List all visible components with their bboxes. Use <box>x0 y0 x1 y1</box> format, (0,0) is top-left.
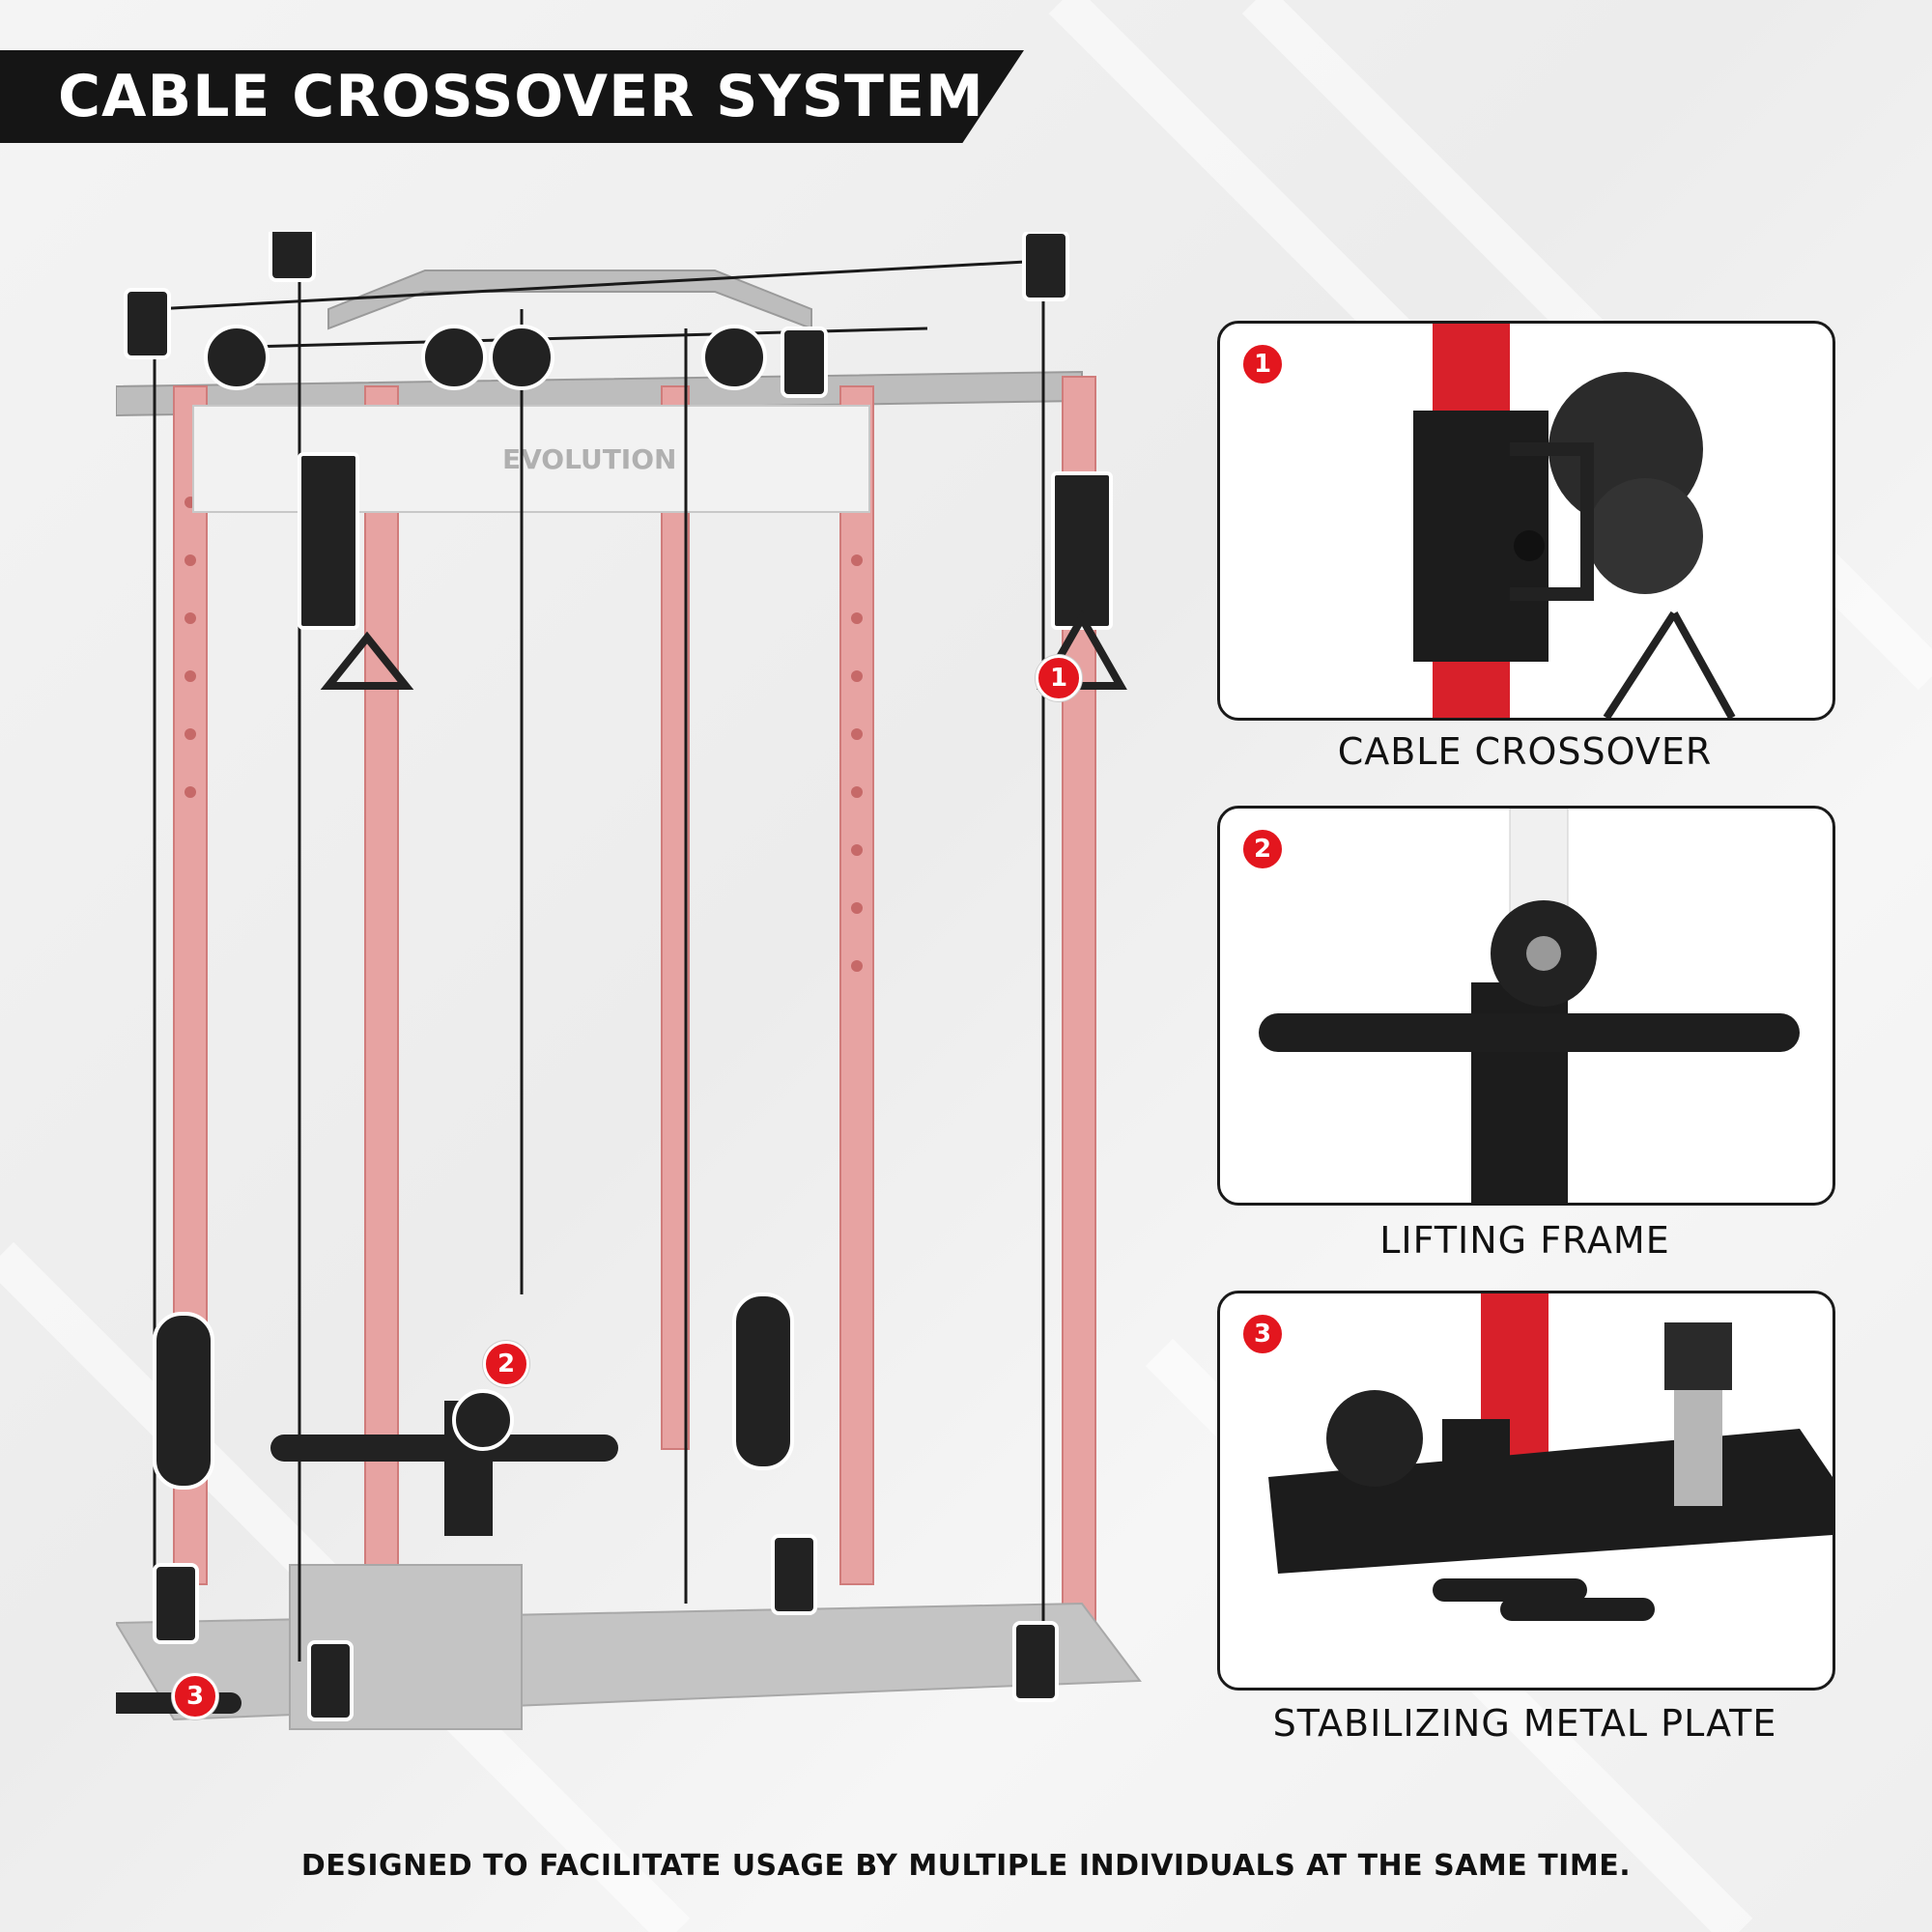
marker-2: 2 <box>483 1341 529 1387</box>
caption-lifting-frame: LIFTING FRAME <box>1379 1219 1670 1262</box>
stabilizing-plate-photo <box>1268 1293 1833 1621</box>
lifting-frame-photo <box>1259 809 1800 1203</box>
page-title: CABLE CROSSOVER SYSTEM <box>58 63 984 130</box>
cable-crossover-photo <box>1413 324 1736 718</box>
title-banner <box>0 50 1024 143</box>
marker-1: 1 <box>1036 655 1082 701</box>
marker-3: 3 <box>172 1673 218 1719</box>
detail-panel-stabilizing-plate: 3 <box>1217 1291 1835 1690</box>
power-rack-illustration: EVOLUTION <box>116 232 1142 1730</box>
panel-number-3: 3 <box>1241 1313 1284 1355</box>
detail-panel-cable-crossover: 1 <box>1217 321 1835 721</box>
caption-cable-crossover: CABLE CROSSOVER <box>1337 730 1713 773</box>
panel-number-2: 2 <box>1241 828 1284 870</box>
brand-logo: EVOLUTION <box>502 443 676 475</box>
footer-caption: DESIGNED TO FACILITATE USAGE BY MULTIPLE… <box>300 1849 1632 1883</box>
panel-number-1: 1 <box>1241 343 1284 385</box>
detail-panel-lifting-frame: 2 <box>1217 806 1835 1206</box>
caption-stabilizing-plate: STABILIZING METAL PLATE <box>1272 1702 1777 1745</box>
